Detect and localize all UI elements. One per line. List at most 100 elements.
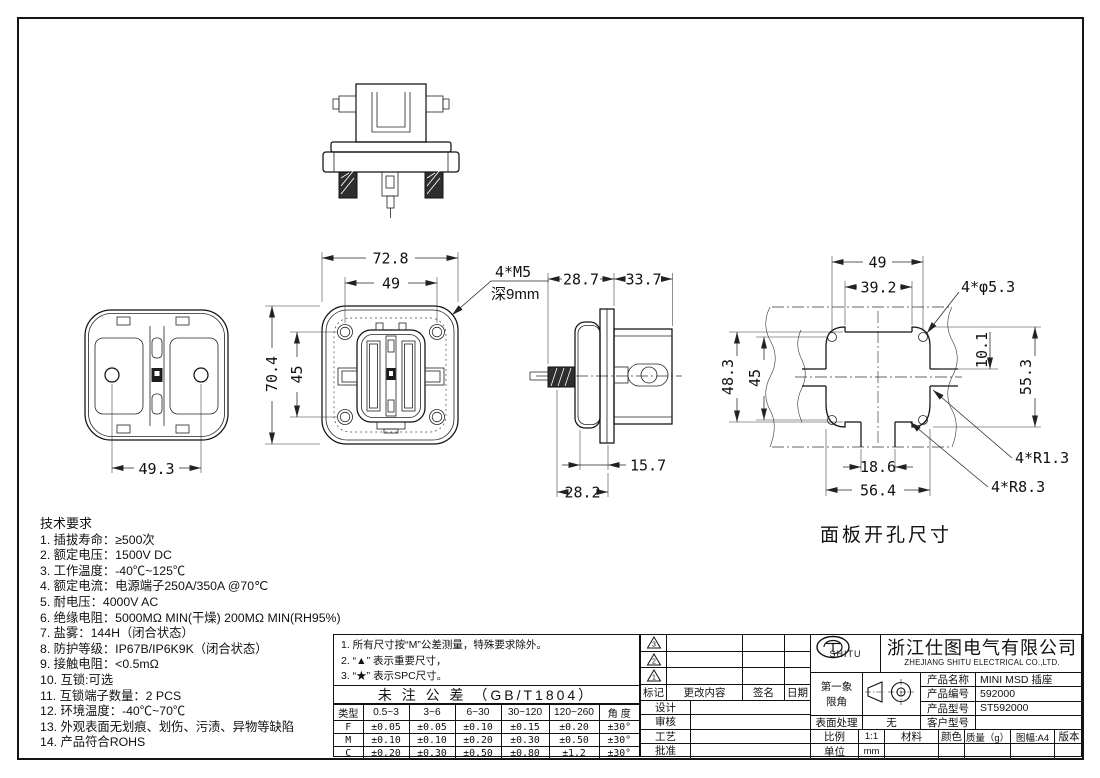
rev-header-content: 更改内容 [667,684,743,701]
review-value-cell [691,715,811,730]
tolerance-note: 2. “▲” 表示重要尺寸， [341,654,447,667]
shitu-logo-icon [816,635,850,659]
tech-item: 9. 接触电阻：<0.5mΩ [40,657,159,672]
dim-front-holes-height: 45 [288,365,306,383]
revision-triangle-icon: 2 [646,652,662,666]
tol-cell: ±0.80 [500,746,550,759]
drawing-canvas: 49.3 [84,83,1069,546]
projection-line2: 限角 [826,696,847,708]
product-name-label: 产品名称 [921,673,976,688]
dim-side-rear-depth: 33.7 [625,271,661,289]
tech-item: 14. 产品符合ROHS [40,735,146,750]
view-side: 28.7 33.7 15.7 28.2 [529,271,682,502]
revision-date-cell [785,668,811,685]
revision-desc-cell [667,651,743,668]
tol-cell: ±0.30 [500,733,550,747]
projection-line1: 第一象 [820,681,853,693]
row-type: C [334,746,364,759]
tolerance-row-M: M ±0.10 ±0.10 ±0.20 ±0.30 ±0.50 ±30° [334,733,639,747]
tech-item: 5. 耐电压：4000V AC [40,594,159,609]
thread-depth-note: 深9mm [491,286,539,303]
col-header: 30~120 [500,704,550,721]
svg-text:1: 1 [652,675,656,682]
design-value-cell [691,701,811,716]
revision-mark-cell: 2 [641,651,667,668]
projection-angle-label: 第一象 限角 [811,673,863,716]
tech-item: 13. 外观表面无划痕、划伤、污渍、异物等缺陷 [40,719,295,734]
tol-cell: ±0.20 [362,746,410,759]
tolerance-block: 1. 所有尺寸按“M”公差测量，特殊要求除外。 2. “▲” 表示重要尺寸， 3… [333,634,640,759]
tol-cell: ±0.15 [500,720,550,734]
tol-cell: ±0.05 [362,720,410,734]
tech-item: 6. 绝缘电阻：5000MΩ MIN(干燥) 200MΩ MIN(RH95%) [40,610,341,625]
svg-text:2: 2 [652,658,656,665]
process-label: 工艺 [641,729,691,744]
tolerance-note: 3. “★” 表示SPC尺寸。 [341,670,448,682]
dim-panel-tab-width: 18.6 [860,458,896,476]
rev-header-mark: 标记 [641,684,667,701]
tolerance-notes: 1. 所有尺寸按“M”公差测量，特殊要求除外。 2. “▲” 表示重要尺寸， 3… [334,635,639,686]
scale-value: 1:1 [859,730,885,744]
weight-label: 质量（g） [965,730,1011,744]
col-header: 0.5~3 [362,704,410,721]
title-block: 3 2 1 标记 更改内容 签名 日期 设计 审核 工艺 [640,634,1083,758]
product-code-value: 592000 [976,687,1083,702]
dim-front-holes-width: 49 [382,275,400,293]
col-header: 类型 [334,704,364,721]
surface-label: 表面处理 [811,716,863,730]
dim-side-front-depth: 28.7 [563,271,599,289]
row-type: M [334,733,364,747]
revision-desc-cell [667,635,743,652]
revision-triangle-icon: 3 [646,636,662,649]
tech-item: 7. 盐雾：144H（闭合状态） [40,626,194,641]
tech-item: 12. 环境温度：-40℃~70℃ [40,704,186,719]
tolerance-title: 未 注 公 差 （GB/T1804） [334,686,639,704]
tolerance-note: 1. 所有尺寸按“M”公差测量，特殊要求除外。 [341,639,547,651]
revision-date-cell [785,651,811,668]
panel-radius-small-note: 4*R1.3 [1015,449,1069,467]
panel-radius-large-note: 4*R8.3 [991,478,1045,496]
tech-item: 11. 互锁端子数量：2 PCS [40,688,182,703]
company-logo: SHITU [811,635,881,673]
tol-cell: ±0.50 [454,746,502,759]
revision-date-cell [785,635,811,652]
panel-cutout-caption: 面板开孔尺寸 [820,524,952,546]
revision-sign-cell [743,635,785,652]
thread-note: 4*M5 [495,263,531,281]
tol-cell: ±0.20 [548,720,600,734]
row-type: F [334,720,364,734]
panel-holes-note: 4*φ5.3 [961,278,1015,296]
tol-cell: ±0.05 [408,720,456,734]
product-code-label: 产品编号 [921,687,976,702]
dim-back-width: 49.3 [138,460,174,478]
color-value [939,744,965,758]
tol-cell: ±30° [598,746,639,759]
tolerance-row-F: F ±0.05 ±0.05 ±0.10 ±0.15 ±0.20 ±30° [334,720,639,734]
tech-item: 2. 额定电压：1500V DC [40,548,172,563]
dim-panel-height-right: 55.3 [1017,359,1035,395]
rev-header-sign: 签名 [743,684,785,701]
col-header: 3~6 [408,704,456,721]
customer-model-label: 客户型号 [921,716,976,730]
dim-front-overall-width: 72.8 [372,250,408,268]
col-header: 6~30 [454,704,502,721]
tol-cell: ±0.10 [408,733,456,747]
tech-item: 8. 防护等级：IP67B/IP6K9K（闭合状态） [40,641,268,656]
weight-value [965,744,1011,758]
revision-mark-cell: 3 [641,635,667,652]
company-name-cn: 浙江仕图电气有限公司 [887,638,1077,658]
approve-value-cell [691,743,811,758]
version-label: 版本 [1055,730,1083,744]
col-header: 角 度 [598,704,639,721]
dim-panel-height-left: 48.3 [719,359,737,395]
rev-header-date: 日期 [785,684,811,701]
approve-label: 批准 [641,743,691,758]
material-label: 材料 [885,730,939,744]
revision-sign-cell [743,668,785,685]
version-value [1055,744,1083,758]
surface-value: 无 [863,716,921,730]
tol-cell: ±30° [598,733,639,747]
tol-cell: ±0.30 [408,746,456,759]
tol-cell: ±0.50 [548,733,600,747]
